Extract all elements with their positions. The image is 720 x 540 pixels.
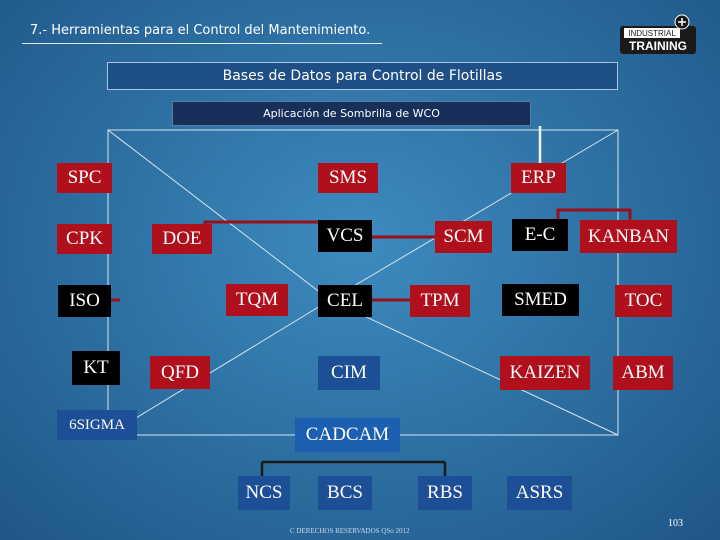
node-tpm: TPM bbox=[410, 285, 470, 317]
node-sms: SMS bbox=[318, 163, 378, 193]
node-toc: TOC bbox=[615, 285, 672, 317]
node-iso: ISO bbox=[58, 285, 111, 317]
node-kanban: KANBAN bbox=[580, 220, 677, 253]
logo-graphic: INDUSTRIAL TRAINING bbox=[620, 14, 696, 54]
node-doe: DOE bbox=[152, 224, 212, 254]
umbrella-banner: Aplicación de Sombrilla de WCO bbox=[172, 101, 531, 126]
slide-title: 7.- Herramientas para el Control del Man… bbox=[22, 22, 382, 44]
node-cim: CIM bbox=[318, 356, 380, 390]
copyright-footer: C DERECHOS RESERVADOS QSo 2012 bbox=[290, 527, 410, 535]
industrial-training-logo: INDUSTRIAL TRAINING bbox=[618, 12, 698, 56]
database-banner: Bases de Datos para Control de Flotillas bbox=[107, 62, 618, 90]
node-kaizen: KAIZEN bbox=[500, 356, 590, 390]
node-kt: KT bbox=[72, 351, 120, 385]
node-cadcam: CADCAM bbox=[295, 418, 400, 452]
node-erp: ERP bbox=[511, 163, 566, 193]
node-ncs: NCS bbox=[238, 476, 290, 510]
node-cel: CEL bbox=[318, 285, 372, 317]
page-number: 103 bbox=[668, 518, 683, 529]
logo-top-text: INDUSTRIAL bbox=[628, 29, 676, 38]
node-scm: SCM bbox=[435, 221, 492, 253]
node-bcs: BCS bbox=[318, 476, 372, 510]
node-smed: SMED bbox=[502, 284, 579, 316]
node-tqm: TQM bbox=[226, 284, 288, 316]
node-qfd: QFD bbox=[150, 356, 210, 389]
logo-main-text: TRAINING bbox=[629, 39, 687, 53]
node-spc: SPC bbox=[57, 163, 112, 193]
node-6sigma: 6SIGMA bbox=[57, 410, 137, 440]
node-cpk: CPK bbox=[57, 224, 112, 254]
node-abm: ABM bbox=[613, 356, 673, 390]
node-vcs: VCS bbox=[318, 220, 372, 252]
node-rbs: RBS bbox=[418, 476, 472, 510]
node-ec: E-C bbox=[512, 219, 568, 251]
node-asrs: ASRS bbox=[507, 476, 572, 510]
